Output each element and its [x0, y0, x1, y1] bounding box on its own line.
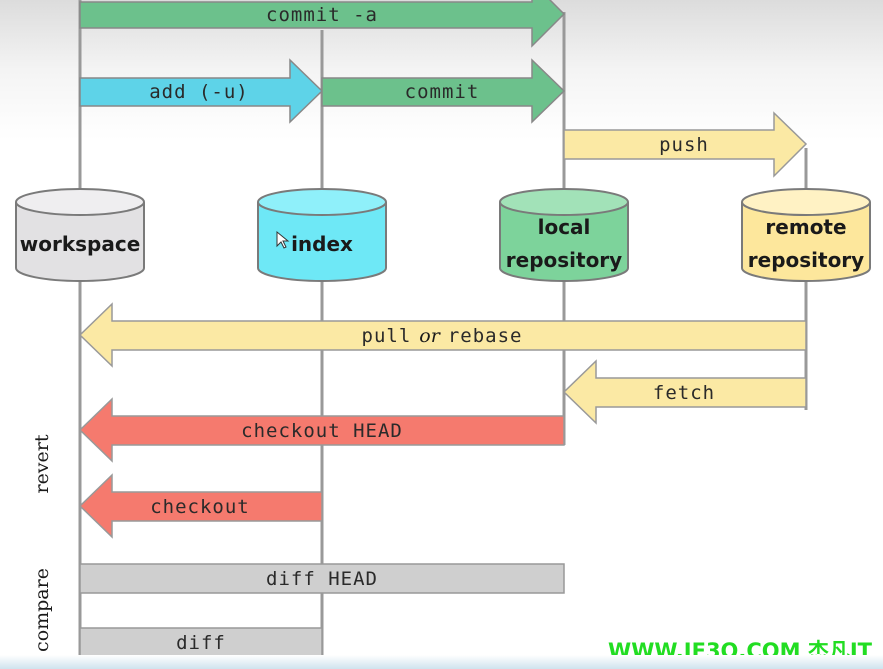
- diff-head-label: diff HEAD: [266, 568, 378, 590]
- mouse-cursor-icon: [276, 230, 290, 249]
- remote-repository-label-line1: remote: [765, 215, 846, 239]
- checkout-arrow: checkout: [78, 473, 323, 539]
- bottom-strip: [0, 655, 883, 669]
- commit-arrow: commit: [321, 58, 566, 124]
- workspace-label: workspace: [20, 232, 141, 256]
- checkout-head-label: checkout HEAD: [241, 420, 403, 442]
- diff-bar: diff: [79, 627, 323, 658]
- checkout-head-arrow: checkout HEAD: [78, 397, 565, 463]
- checkout-label: checkout: [150, 496, 250, 518]
- fetch-label: fetch: [653, 382, 715, 404]
- index-node: index: [257, 188, 387, 282]
- local-repository-label-line1: local: [538, 215, 591, 239]
- remote-repository-node: remote repository: [741, 188, 871, 282]
- compare-side-label: compare: [31, 568, 53, 652]
- revert-side-label: revert: [31, 434, 53, 493]
- remote-repository-label-line2: repository: [748, 248, 864, 272]
- local-repository-node: local repository: [499, 188, 629, 282]
- pull-word: pull: [362, 325, 412, 347]
- push-label: push: [659, 134, 709, 156]
- index-label: index: [291, 232, 353, 256]
- or-word: or: [419, 325, 441, 347]
- diff-label: diff: [176, 632, 226, 654]
- commit-a-arrow: commit -a: [79, 0, 566, 48]
- add-label: add (-u): [149, 81, 249, 103]
- commit-label: commit: [405, 81, 480, 103]
- rebase-word: rebase: [448, 325, 523, 347]
- workspace-node: workspace: [15, 188, 145, 282]
- commit-a-label: commit -a: [266, 4, 378, 26]
- local-repository-label-line2: repository: [506, 248, 622, 272]
- fetch-arrow: fetch: [562, 359, 807, 425]
- push-arrow: push: [563, 111, 808, 178]
- add-arrow: add (-u): [79, 58, 324, 124]
- diff-head-bar: diff HEAD: [79, 563, 565, 594]
